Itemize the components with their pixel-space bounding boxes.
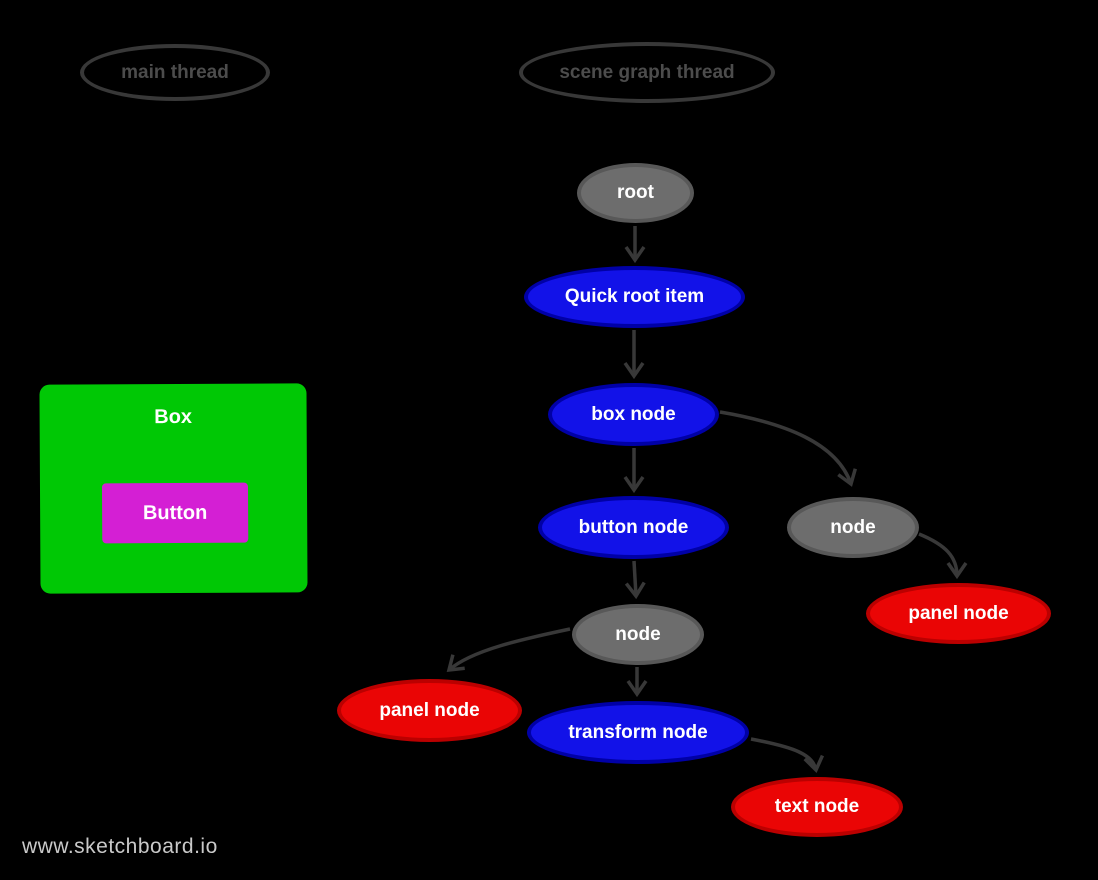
scene-graph-thread-label: scene graph thread [559,61,735,83]
node-panel-node-right[interactable]: panel node [866,583,1051,644]
main-thread-label: main thread [121,61,229,83]
box-widget[interactable]: Box Button [39,383,308,594]
edge-node-lower-to-panel-node-left [446,627,571,673]
node-transform-node[interactable]: transform node [527,701,749,764]
node-lower[interactable]: node [572,604,704,665]
node-box-node[interactable]: box node [548,383,719,446]
node-lower-label: node [615,623,661,645]
edge-box-node-to-node-upper [719,410,857,487]
node-box-node-label: box node [591,403,676,425]
edge-transform-node-to-text-node [750,737,825,774]
edge-node-upper-to-panel-node-right [918,532,968,580]
node-panel-node-left[interactable]: panel node [337,679,522,742]
node-text-node-label: text node [774,796,860,817]
node-text-node[interactable]: text node [731,777,903,837]
node-panel-node-right-label: panel node [908,602,1009,624]
node-upper-label: node [830,516,876,538]
node-quick-root-item[interactable]: Quick root item [524,266,745,328]
main-thread-ellipse[interactable]: main thread [80,44,270,101]
node-quick-root-item-label: Quick root item [564,286,705,307]
node-panel-node-left-label: panel node [379,699,480,721]
node-button-node[interactable]: button node [538,496,729,559]
node-button-node-label: button node [578,516,689,538]
node-upper[interactable]: node [787,497,919,558]
button-widget[interactable]: Button [101,482,249,544]
node-transform-node-label: transform node [568,721,708,743]
node-root-label: root [617,182,654,203]
button-widget-label: Button [142,501,208,524]
watermark: www.sketchboard.io [22,835,218,858]
scene-graph-thread-ellipse[interactable]: scene graph thread [519,42,775,103]
edge-button-node-to-node-lower [624,560,646,600]
box-widget-label: Box [154,405,193,429]
node-root[interactable]: root [577,163,694,223]
